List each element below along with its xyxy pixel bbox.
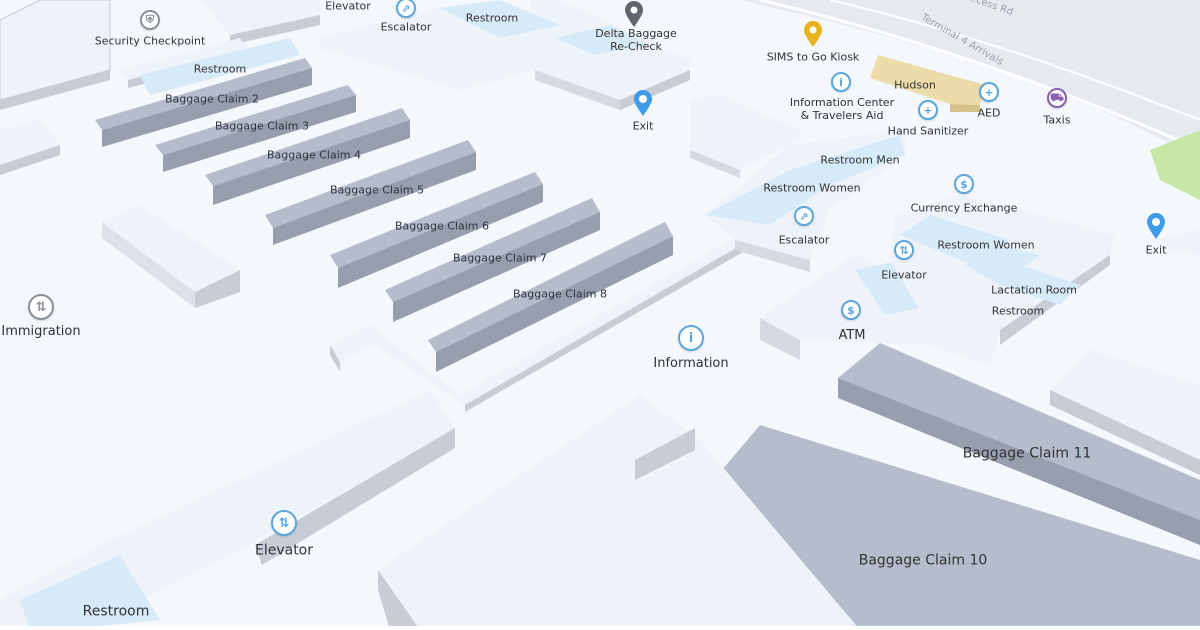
baggage-claim-8-label: Baggage Claim 8 [513,287,607,301]
immigration-icon[interactable]: ⇅ [28,294,54,320]
elevator-bottom-label: Elevator [254,542,314,559]
taxis-label: Taxis [1043,113,1071,127]
security-checkpoint-label: Security Checkpoint [94,34,206,48]
delta-baggage-label: Delta Baggage Re-Check [595,27,677,53]
exit-pin-icon[interactable] [632,89,654,117]
information-label: Information [653,356,729,371]
aed-icon[interactable]: + [979,82,999,102]
elevator-top-label: Elevator [325,0,371,13]
lactation-room-label: Lactation Room [991,283,1077,297]
escalator-icon[interactable]: ⇗ [396,0,416,18]
restroom-women-right-label: Restroom Women [937,238,1035,252]
baggage-claim-5-label: Baggage Claim 5 [330,183,424,197]
hudson-label: Hudson [894,78,936,92]
restroom-bottom-label: Restroom [82,603,150,620]
exit-top-label: Exit [632,119,654,133]
restroom-top-label: Restroom [465,11,519,25]
sims-pin-icon[interactable] [802,20,824,48]
baggage-claim-3-label: Baggage Claim 3 [215,119,309,133]
baggage-claim-11-label: Baggage Claim 11 [962,445,1092,462]
baggage-claim-7-label: Baggage Claim 7 [453,251,547,265]
info-icon[interactable]: i [678,325,704,351]
atm-icon[interactable]: $ [841,300,861,320]
hudson-store [870,55,985,105]
green-area [1150,130,1200,200]
escalator-top-label: Escalator [380,20,432,34]
currency-exchange-icon[interactable]: $ [954,174,974,194]
elevator-icon[interactable]: ⇅ [271,510,297,536]
escalator-mid-label: Escalator [778,233,830,247]
exit-pin-icon[interactable] [1145,212,1167,240]
building [0,0,111,101]
security-icon[interactable]: ⛨ [140,10,160,30]
immigration-label: Immigration [1,324,81,339]
exit-right-label: Exit [1145,243,1167,257]
info-center-label: Information Center & Travelers Aid [789,96,895,122]
road-line [829,0,1200,121]
road-line [759,0,1200,152]
aed-label: AED [977,106,1001,120]
restroom-left-label: Restroom [193,62,247,76]
restroom-right-label: Restroom [991,304,1045,318]
elevator-icon[interactable]: ⇅ [894,240,914,260]
escalator-icon[interactable]: ⇗ [794,206,814,226]
restroom-women-mid-label: Restroom Women [763,181,861,195]
sims-kiosk-label: SIMS to Go Kiosk [766,50,860,64]
restroom-men-label: Restroom Men [820,153,900,167]
elevator-mid-label: Elevator [881,268,927,282]
hand-sanitizer-label: Hand Sanitizer [887,124,969,138]
baggage-claim-10-label: Baggage Claim 10 [858,552,988,569]
hand-sanitizer-icon[interactable]: + [918,100,938,120]
baggage-claim-2-label: Baggage Claim 2 [165,92,259,106]
taxi-icon[interactable]: ⛟ [1047,88,1067,108]
claim-bars [95,58,673,372]
baggage-claim-6-label: Baggage Claim 6 [395,219,489,233]
baggage-claim-4-label: Baggage Claim 4 [267,148,361,162]
currency-exchange-label: Currency Exchange [910,201,1018,215]
road-area [740,0,1200,160]
delta-pin-icon[interactable] [623,0,645,28]
atm-label: ATM [838,328,866,343]
restroom-area [140,38,300,95]
info-icon[interactable]: i [831,72,851,92]
